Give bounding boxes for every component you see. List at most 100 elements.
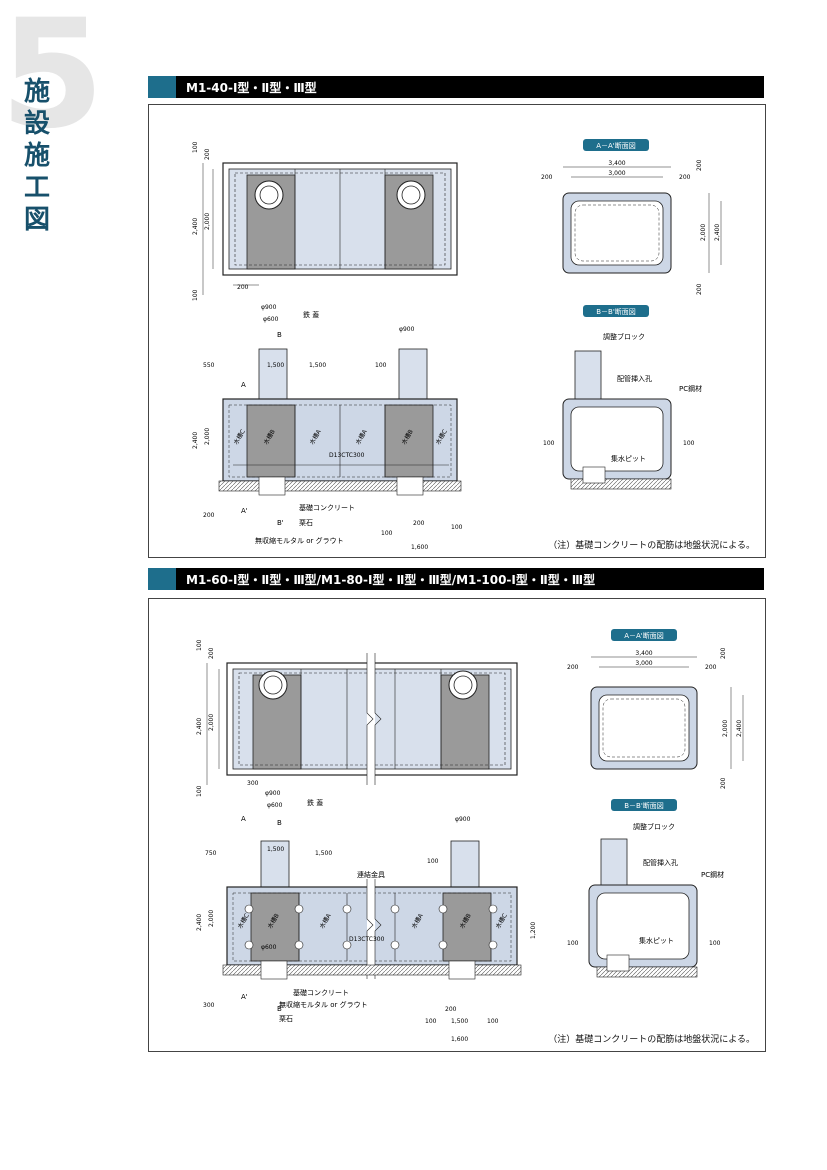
aa-title-badge: [583, 139, 649, 151]
dim-label: 1,600: [411, 544, 428, 551]
shusui-label: 集水ピット: [639, 936, 674, 945]
section-mark: B': [277, 1005, 284, 1013]
dim-label: 1,500: [267, 362, 284, 369]
aa-section: [590, 656, 744, 770]
bb-title: B－B'断面図: [596, 307, 636, 316]
d13-label: D13CTC300: [329, 452, 365, 459]
saiseki-label: 栗石: [279, 1015, 293, 1023]
drawing-panel: 100 200 2,400 2,000 100 300 A－A'断面図 3,40…: [148, 598, 766, 1052]
dim-label: 200: [413, 520, 425, 527]
dim-label: 2,000: [208, 714, 215, 731]
section-mark: B: [277, 819, 282, 827]
dim-label: 1,500: [267, 846, 284, 853]
plan-view: [206, 653, 518, 785]
chapter-title-char: 施: [23, 77, 50, 107]
dim-label: 200: [567, 664, 579, 671]
dim-label: 2,000: [204, 213, 211, 230]
drawing-m1-40: 100 200 2,400 2,000 100 200 A－A'断面図 3,40…: [192, 139, 722, 551]
dim-label: 200: [237, 284, 249, 291]
saiseki-label: 栗石: [299, 519, 313, 527]
dim-label: 1,200: [530, 922, 537, 939]
elevation-view: [222, 840, 522, 980]
bb-section: [588, 838, 698, 978]
section-mark: A: [241, 381, 246, 389]
dim-label: 2,400: [714, 224, 721, 241]
dim-label: φ900: [399, 326, 415, 333]
section-accent: [148, 76, 176, 98]
chapter-title-char: 施: [23, 141, 50, 171]
dim-label: 200: [541, 174, 553, 181]
dim-label: 2,400: [196, 914, 203, 931]
drawing-m1-60-80-100: 100 200 2,400 2,000 100 300 A－A'断面図 3,40…: [196, 629, 744, 1043]
section-accent: [148, 568, 176, 590]
dim-label: 100: [683, 440, 695, 447]
dim-label: 3,400: [635, 650, 652, 657]
pc-label: PC鋼材: [701, 870, 724, 879]
mortar-label: 無収縮モルタル or グラウト: [279, 1000, 368, 1009]
dim-label: 200: [696, 283, 703, 295]
dim-label: 300: [203, 1002, 215, 1009]
bb-title: B－B'断面図: [624, 801, 664, 810]
dim-label: 100: [543, 440, 555, 447]
section-mark: A: [241, 815, 246, 823]
dim-label: 550: [203, 362, 215, 369]
drawing-panel: 100 200 2,400 2,000 100 200 A－A'断面図 3,40…: [148, 104, 766, 558]
aa-title: A－A'断面図: [624, 631, 664, 640]
section-title: M1-40-Ⅰ型・Ⅱ型・Ⅲ型: [186, 81, 317, 95]
dim-label: 100: [451, 524, 463, 531]
dim-label: 3,000: [635, 660, 652, 667]
dim-label: 200: [720, 777, 727, 789]
dim-label: 200: [705, 664, 717, 671]
section-mark: A': [241, 507, 248, 515]
dim-label: 2,000: [208, 910, 215, 927]
dim-label: 2,000: [700, 224, 707, 241]
bb-section: [562, 350, 672, 490]
dim-label: 200: [208, 647, 215, 659]
bb-title-badge: [583, 305, 649, 317]
dim-label: 3,000: [608, 170, 625, 177]
chosei-block-label: 調整ブロック: [633, 822, 675, 831]
dim-label: 100: [375, 362, 387, 369]
dim-label: 2,000: [204, 428, 211, 445]
dim-label: 200: [679, 174, 691, 181]
chapter-title-char: 設: [23, 109, 50, 139]
dim-label: φ900: [261, 304, 277, 311]
plan-view: [202, 162, 458, 295]
shusui-label: 集水ピット: [611, 454, 646, 463]
aa-title: A－A'断面図: [596, 141, 636, 150]
dim-label: 2,400: [196, 718, 203, 735]
aa-title-badge: [611, 629, 677, 641]
dim-label: 2,000: [722, 720, 729, 737]
dim-label: φ900: [265, 790, 281, 797]
dim-label: 200: [204, 148, 211, 160]
dim-label: 100: [709, 940, 721, 947]
dim-label: φ600: [263, 316, 279, 323]
dim-label: 1,600: [451, 1036, 468, 1043]
dim-label: 1,500: [315, 850, 332, 857]
dim-label: 200: [720, 647, 727, 659]
haikan-label: 配管挿入孔: [617, 374, 652, 383]
dim-label: 1,500: [309, 362, 326, 369]
tetsubuta-label: 鉄 蓋: [307, 798, 323, 807]
chapter-title-char: 図: [23, 205, 50, 235]
elevation-view: [218, 348, 462, 496]
chapter-title: 施 設 施 工 図: [22, 76, 52, 236]
dim-label: 200: [203, 512, 215, 519]
section-header: M1-60-Ⅰ型・Ⅱ型・Ⅲ型/M1-80-Ⅰ型・Ⅱ型・Ⅲ型/M1-100-Ⅰ型・…: [148, 568, 764, 590]
dim-label: 100: [487, 1018, 499, 1025]
dim-label: φ600: [261, 944, 277, 951]
kiso-label: 基礎コンクリート: [299, 503, 355, 512]
footnote: （注）基礎コンクリートの配筋は地盤状況による。: [548, 1035, 755, 1045]
dim-label: 100: [425, 1018, 437, 1025]
section-title: M1-60-Ⅰ型・Ⅱ型・Ⅲ型/M1-80-Ⅰ型・Ⅱ型・Ⅲ型/M1-100-Ⅰ型・…: [186, 573, 596, 587]
haikan-label: 配管挿入孔: [643, 858, 678, 867]
section-mark: B: [277, 331, 282, 339]
dim-label: 100: [196, 785, 203, 797]
dim-label: 100: [192, 141, 199, 153]
dim-label: 3,400: [608, 160, 625, 167]
d13-label: D13CTC300: [349, 936, 385, 943]
dim-label: 100: [427, 858, 439, 865]
chapter-number: 5: [0, 0, 105, 162]
dim-label: φ900: [455, 816, 471, 823]
bb-title-badge: [611, 799, 677, 811]
